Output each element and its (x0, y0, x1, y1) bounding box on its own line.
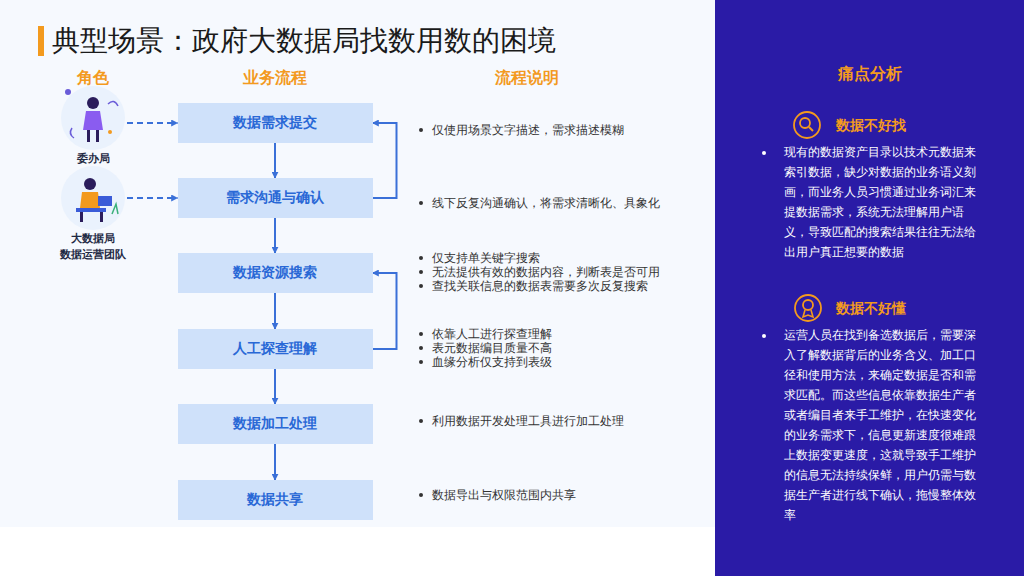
light-ground (0, 0, 715, 527)
process-note: 依靠人工进行探查理解 (432, 327, 552, 341)
bullet-dot (762, 151, 766, 155)
dashed-connector (127, 197, 178, 199)
pain-heading: 数据不好懂 (836, 299, 906, 317)
bullet-dot (419, 256, 423, 260)
bullet-dot (419, 493, 423, 497)
bullet-dot (419, 128, 423, 132)
process-note: 查找关联信息的数据表需要多次反复搜索 (432, 279, 648, 293)
column-header: 业务流程 (243, 67, 307, 89)
bullet-dot (419, 284, 423, 288)
bullet-dot (762, 334, 766, 338)
bullet-dot (419, 419, 423, 423)
process-label: 人工探查理解 (233, 340, 317, 358)
bullet-dot (419, 270, 423, 274)
pain-body: 现有的数据资产目录以技术元数据来索引数据，缺少对数据的业务语义刻画，而业务人员习… (784, 142, 986, 262)
process-note: 仅支持单关键字搜索 (432, 251, 540, 265)
column-header: 流程说明 (495, 67, 559, 89)
process-box: 数据加工处理 (178, 404, 373, 444)
process-box: 数据共享 (178, 480, 373, 520)
slide-title: 典型场景：政府大数据局找数用数的困境 (52, 22, 556, 60)
column-header: 角色 (77, 67, 109, 89)
process-box: 人工探查理解 (178, 329, 373, 369)
process-box: 数据资源搜索 (178, 253, 373, 293)
role-illustration (61, 86, 125, 150)
role-name: 委办局 (77, 152, 110, 166)
process-note: 血缘分析仅支持到表级 (432, 355, 552, 369)
process-note: 表元数据编目质量不高 (432, 341, 552, 355)
flow-arrow (274, 444, 276, 480)
role-node: 大数据局数据运营团队 (57, 166, 129, 262)
process-label: 数据共享 (247, 491, 303, 509)
process-label: 数据需求提交 (233, 114, 317, 132)
role-illustration (61, 166, 125, 230)
pain-panel-ground (715, 0, 1024, 576)
process-note: 无法提供有效的数据内容，判断表是否可用 (432, 265, 660, 279)
search-icon (794, 112, 820, 138)
pain-panel: 痛点分析数据不好找现有的数据资产目录以技术元数据来索引数据，缺少对数据的业务语义… (715, 0, 1024, 576)
dashed-connector (127, 122, 178, 124)
flow-arrow (274, 218, 276, 253)
process-note: 仅使用场景文字描述，需求描述模糊 (432, 123, 624, 137)
process-note: 利用数据开发处理工具进行加工处理 (432, 414, 624, 428)
panel-heading: 痛点分析 (715, 63, 1024, 85)
role-name: 大数据局 (71, 232, 115, 246)
flow-arrow (274, 369, 276, 404)
bullet-dot (419, 360, 423, 364)
bullet-dot (419, 201, 423, 205)
process-label: 数据资源搜索 (233, 264, 317, 282)
flow-arrow (373, 123, 397, 198)
role-node: 委办局 (57, 86, 129, 166)
process-label: 数据加工处理 (233, 415, 317, 433)
title-bar (38, 26, 44, 56)
pain-body: 运营人员在找到备选数据后，需要深入了解数据背后的业务含义、加工口径和使用方法，来… (784, 325, 986, 525)
bullet-dot (419, 346, 423, 350)
process-label: 需求沟通与确认 (226, 189, 324, 207)
pain-heading: 数据不好找 (836, 116, 906, 134)
process-box: 需求沟通与确认 (178, 178, 373, 218)
process-note: 数据导出与权限范围内共享 (432, 488, 576, 502)
flow-arrow (373, 273, 397, 349)
role-team: 数据运营团队 (60, 248, 126, 262)
process-note: 线下反复沟通确认，将需求清晰化、具象化 (432, 196, 660, 210)
medal-icon (795, 295, 821, 321)
flow-arrow (274, 143, 276, 178)
flow-arrow (274, 293, 276, 329)
process-box: 数据需求提交 (178, 103, 373, 143)
bullet-dot (419, 332, 423, 336)
